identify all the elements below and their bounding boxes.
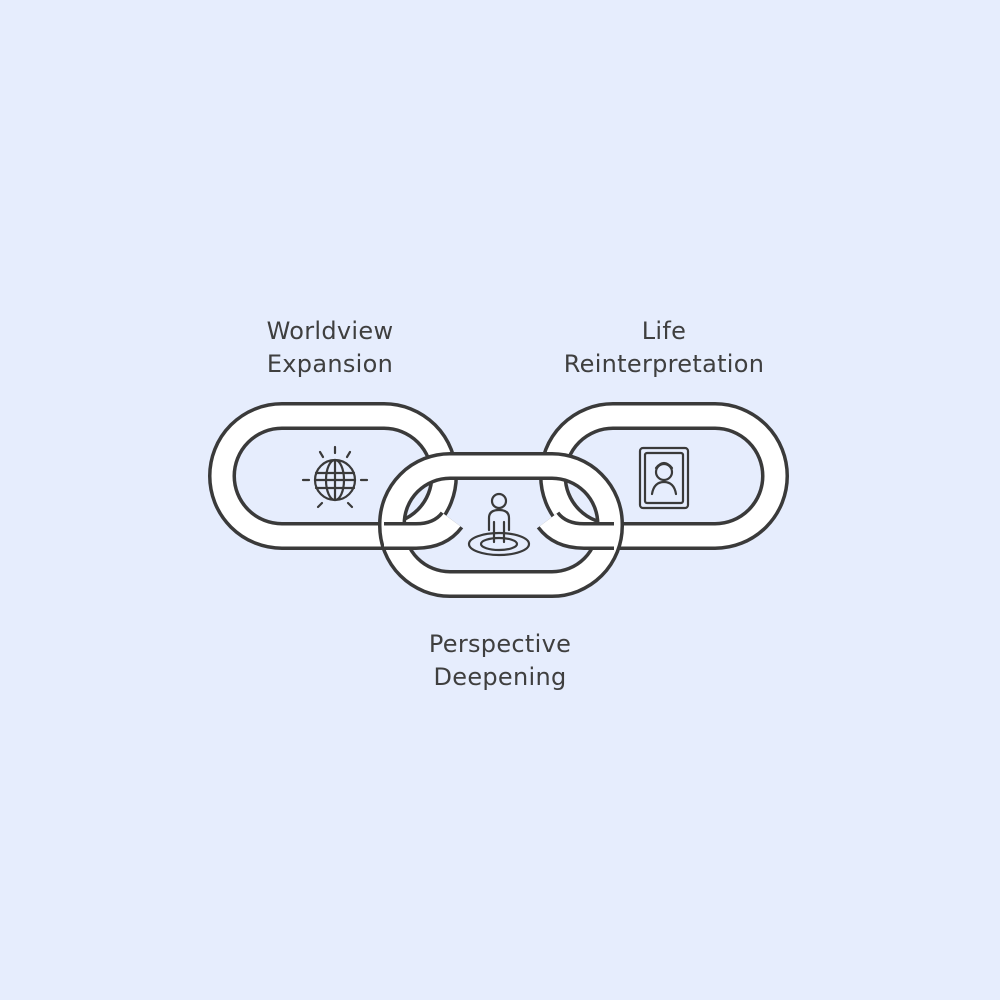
- label-worldview-expansion: Worldview Expansion: [200, 315, 460, 381]
- weave-overlap-right: [536, 510, 614, 550]
- person-standing-icon: [467, 492, 531, 557]
- globe-icon: [301, 445, 369, 509]
- label-line: Worldview: [266, 317, 394, 345]
- label-perspective-deepening: Perspective Deepening: [365, 628, 635, 694]
- label-life-reinterpretation: Life Reinterpretation: [534, 315, 794, 381]
- weave-overlap-left: [384, 510, 464, 550]
- label-line: Expansion: [266, 350, 394, 378]
- label-line: Deepening: [433, 663, 567, 691]
- label-line: Life: [641, 317, 687, 345]
- portrait-frame-icon: [638, 446, 690, 510]
- label-line: Reinterpretation: [563, 350, 765, 378]
- label-line: Perspective: [428, 630, 572, 658]
